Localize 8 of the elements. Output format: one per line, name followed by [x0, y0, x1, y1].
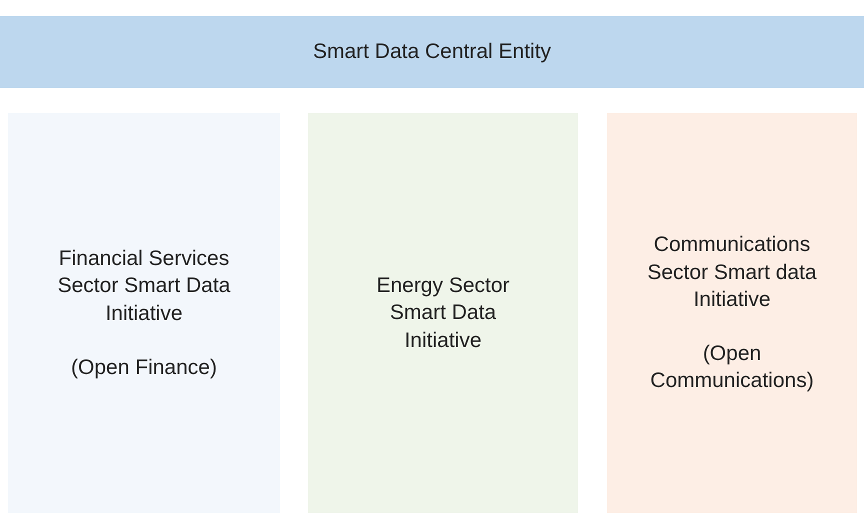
sector-panel	[607, 113, 857, 513]
initiative-note: (Open Communications)	[649, 341, 815, 394]
initiative-name: Energy Sector Smart Data Initiative	[375, 273, 511, 354]
initiative-name: Communications Sector Smart data Initiative	[646, 232, 818, 313]
title-text: Smart Data Central Entity	[312, 39, 552, 66]
initiative-note: (Open Finance)	[71, 354, 217, 381]
initiative-name: Financial Services Sector Smart Data Initiative	[56, 246, 232, 326]
header-band	[0, 16, 864, 88]
